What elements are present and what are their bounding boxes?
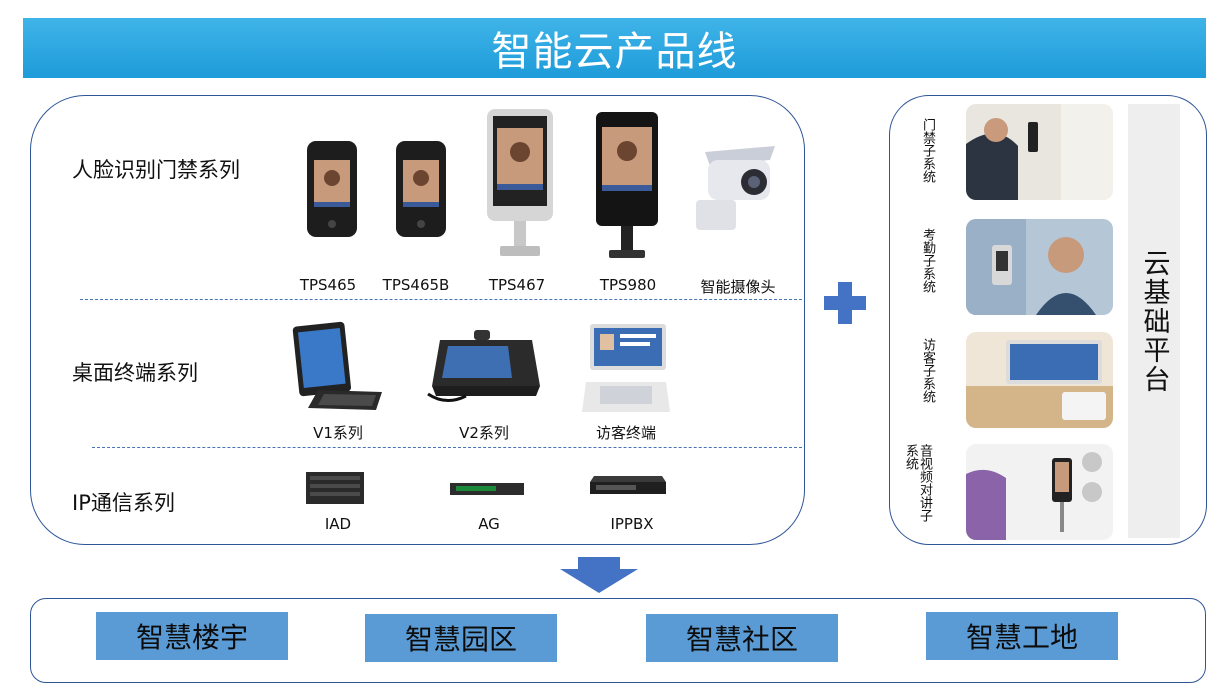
down-arrow-icon (560, 557, 638, 593)
product-caption: TPS467 (488, 276, 546, 294)
subsystem-label: 门禁子系统 (920, 118, 935, 183)
subsystem-label: 访客子系统 (920, 338, 935, 403)
smart-camera-device (696, 146, 775, 230)
title-banner: 智能云产品线 (23, 18, 1206, 78)
product-caption: TPS465B (382, 276, 450, 294)
category-ip-communication: IP通信系列 (72, 491, 175, 515)
tps467-device (487, 109, 553, 256)
tps980-device (596, 112, 658, 258)
product-caption: 智能摄像头 (700, 278, 776, 296)
subsystem-label: 音视频对讲子系统 (903, 444, 932, 522)
category-face-recognition: 人脸识别门禁系列 (72, 158, 240, 182)
product-caption: V1系列 (313, 424, 363, 442)
plus-icon (824, 282, 866, 324)
product-caption: 访客终端 (595, 424, 657, 442)
product-caption: IPPBX (610, 515, 654, 533)
solution-smart-construction: 智慧工地 (926, 612, 1118, 660)
product-caption: V2系列 (459, 424, 509, 442)
row-divider (80, 299, 802, 300)
cloud-platform-label: 云基础平台 (1138, 248, 1170, 394)
product-caption: TPS980 (599, 276, 657, 294)
solution-smart-building: 智慧楼宇 (96, 612, 288, 660)
category-desktop-terminal: 桌面终端系列 (72, 361, 198, 385)
iad-device (306, 472, 364, 504)
product-caption: AG (478, 515, 500, 533)
solutions-panel (30, 598, 1206, 683)
solution-smart-park: 智慧园区 (365, 614, 557, 662)
cloud-platform-bar: 云基础平台 (1128, 104, 1180, 538)
attendance-photo (966, 219, 1113, 315)
tps465-device (307, 141, 357, 237)
product-caption: IAD (324, 515, 352, 533)
row-divider (92, 447, 802, 448)
product-panel (30, 95, 805, 545)
intercom-photo (966, 444, 1113, 540)
solution-smart-community: 智慧社区 (646, 614, 838, 662)
ag-device (450, 483, 524, 495)
ippbx-device (590, 476, 666, 494)
visitor-photo (966, 332, 1113, 428)
tps465b-device (396, 141, 446, 237)
visitor-terminal-device (582, 324, 670, 412)
product-caption: TPS465 (299, 276, 357, 294)
access-control-photo (966, 104, 1113, 200)
v1-series-device (292, 321, 382, 410)
subsystem-panel (889, 95, 1207, 545)
page-title: 智能云产品线 (491, 29, 738, 75)
v2-series-device (427, 330, 540, 402)
subsystem-label: 考勤子系统 (920, 228, 935, 293)
